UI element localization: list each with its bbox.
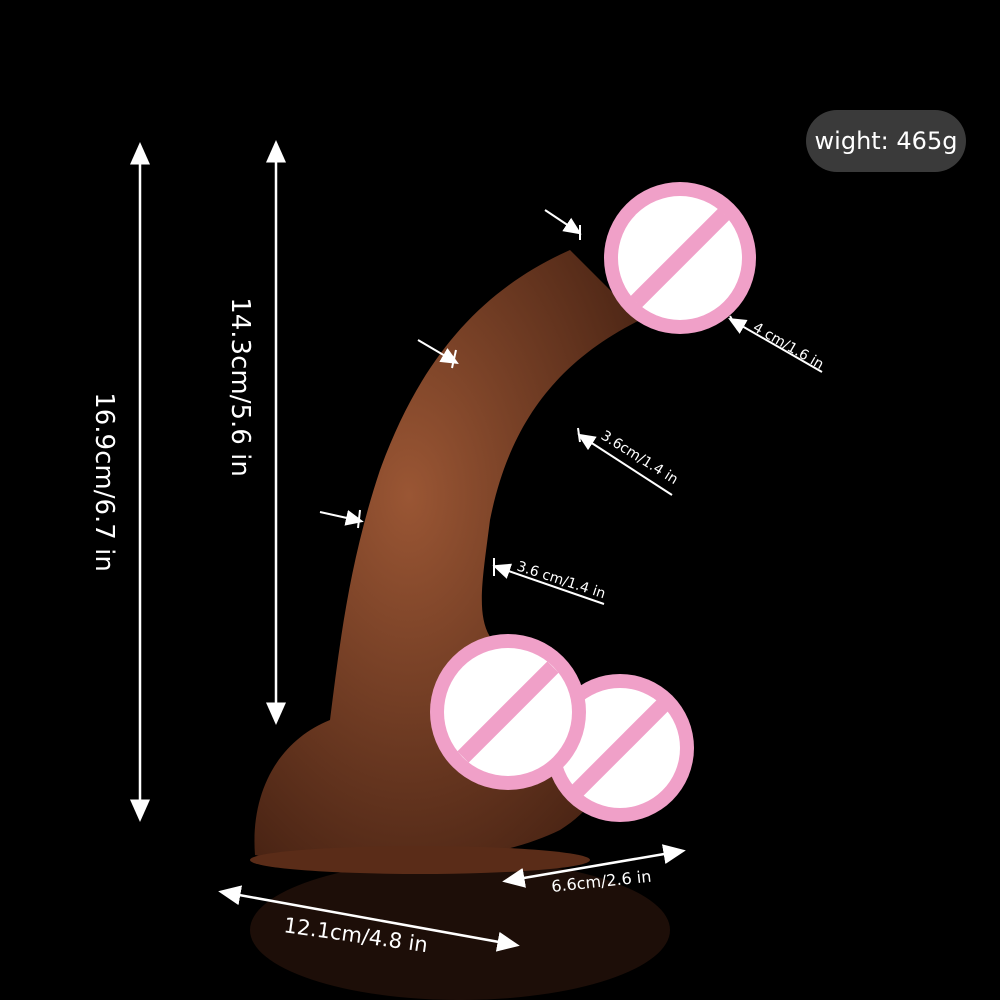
upper-shaft-diameter-arrows bbox=[417, 339, 673, 496]
head-diameter-label: 4 cm/1.6 in bbox=[750, 320, 826, 373]
censor-circle bbox=[430, 634, 586, 790]
insertable-length-label: 14.3cm/5.6 in bbox=[225, 297, 255, 477]
upper-shaft-diameter-label: 3.6cm/1.4 in bbox=[598, 428, 681, 488]
base-width-arrow bbox=[502, 844, 686, 888]
weight-badge: wight: 465g bbox=[806, 110, 966, 172]
base-length-arrow bbox=[218, 885, 520, 952]
lower-shaft-diameter-arrows bbox=[319, 509, 605, 605]
censor-circle bbox=[604, 182, 756, 334]
head-diameter-arrows bbox=[544, 209, 823, 373]
lower-shaft-diameter-label: 3.6 cm/1.4 in bbox=[515, 559, 608, 603]
total-length-label: 16.9cm/6.7 in bbox=[89, 392, 119, 572]
